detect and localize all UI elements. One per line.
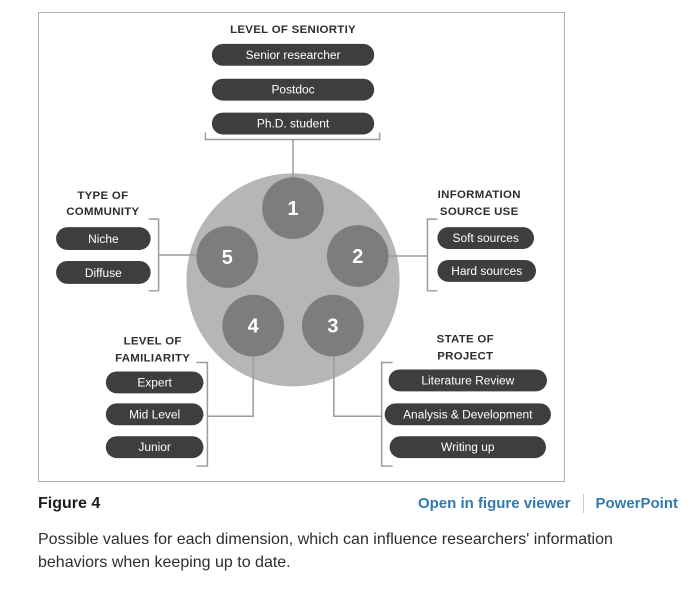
header-source-use-line1: INFORMATION [438, 189, 521, 201]
pill-label-junior: Junior [138, 440, 171, 454]
pill-phd-student [211, 112, 375, 135]
open-in-figure-viewer-link[interactable]: Open in figure viewer [417, 495, 571, 512]
number-labels: 1 2 3 4 5 [222, 198, 364, 337]
pill-senior-researcher [211, 43, 375, 66]
header-project-line1: STATE OF [437, 334, 494, 346]
number-3: 3 [327, 316, 338, 338]
pill-label-analysis-development: Analysis & Development [403, 407, 533, 421]
bracket-familiarity [196, 361, 209, 467]
connector-lines [148, 132, 438, 467]
circle-1 [262, 177, 324, 240]
figure-meta-row: Figure 4 Open in figure viewer PowerPoin… [38, 494, 678, 513]
header-community-line2: COMMUNITY [66, 206, 139, 218]
pill-label-postdoc: Postdoc [271, 83, 314, 97]
pill-label-phd-student: Ph.D. student [257, 117, 330, 131]
value-pills [56, 43, 551, 459]
pill-soft-sources [437, 227, 535, 249]
bracket-project [380, 361, 393, 467]
circle-4 [222, 294, 285, 357]
header-seniority: LEVEL OF SENIORTIY [230, 24, 356, 36]
pill-label-literature-review: Literature Review [421, 373, 514, 387]
pill-label-senior-researcher: Senior researcher [246, 48, 341, 62]
header-familiarity-line1: LEVEL OF [124, 336, 182, 348]
figure-caption: Possible values for each dimension, whic… [38, 531, 613, 571]
header-source-use-line2: SOURCE USE [440, 206, 519, 218]
connector-project [333, 356, 382, 418]
pill-writing-up [389, 436, 546, 459]
value-pill-labels: Senior researcher Postdoc Ph.D. student … [85, 48, 533, 454]
pill-label-hard-sources: Hard sources [451, 264, 522, 278]
number-5: 5 [222, 247, 233, 269]
figure-links: Open in figure viewer PowerPoint [418, 494, 678, 513]
number-2: 2 [352, 246, 363, 268]
pill-hard-sources [437, 259, 536, 282]
pill-expert [105, 371, 204, 394]
pill-label-niche: Niche [88, 232, 119, 246]
pill-analysis-development [384, 403, 551, 426]
circle-2 [326, 225, 389, 287]
pill-label-expert: Expert [137, 375, 172, 389]
pill-label-mid-level: Mid Level [129, 407, 180, 421]
pill-postdoc [211, 78, 375, 101]
header-familiarity-line2: FAMILIARITY [115, 353, 190, 365]
figure-image: 1 2 3 4 5 LEVEL OF SENIORTIY INFORMATION… [38, 12, 565, 482]
number-4: 4 [248, 316, 259, 338]
pill-mid-level [105, 403, 204, 426]
figure-label: Figure 4 [38, 494, 101, 512]
connector-familiarity [207, 356, 254, 418]
circle-5 [196, 226, 259, 288]
pill-junior [105, 436, 204, 459]
number-1: 1 [287, 198, 298, 220]
pill-diffuse [56, 260, 151, 284]
circle-3 [301, 294, 364, 357]
group-headers: LEVEL OF SENIORTIY INFORMATION SOURCE US… [66, 24, 521, 365]
link-divider [583, 494, 585, 513]
pill-literature-review [388, 369, 547, 392]
bracket-source-use [426, 218, 438, 292]
number-circles [196, 177, 389, 357]
header-project-line2: PROJECT [437, 351, 493, 363]
pill-niche [56, 227, 151, 250]
bracket-community [148, 218, 160, 292]
pill-label-soft-sources: Soft sources [453, 231, 519, 245]
pill-label-writing-up: Writing up [441, 440, 495, 454]
pill-label-diffuse: Diffuse [85, 266, 122, 280]
powerpoint-link[interactable]: PowerPoint [595, 495, 678, 512]
dimension-diagram: 1 2 3 4 5 LEVEL OF SENIORTIY INFORMATION… [56, 24, 551, 467]
header-community-line1: TYPE OF [77, 190, 128, 202]
